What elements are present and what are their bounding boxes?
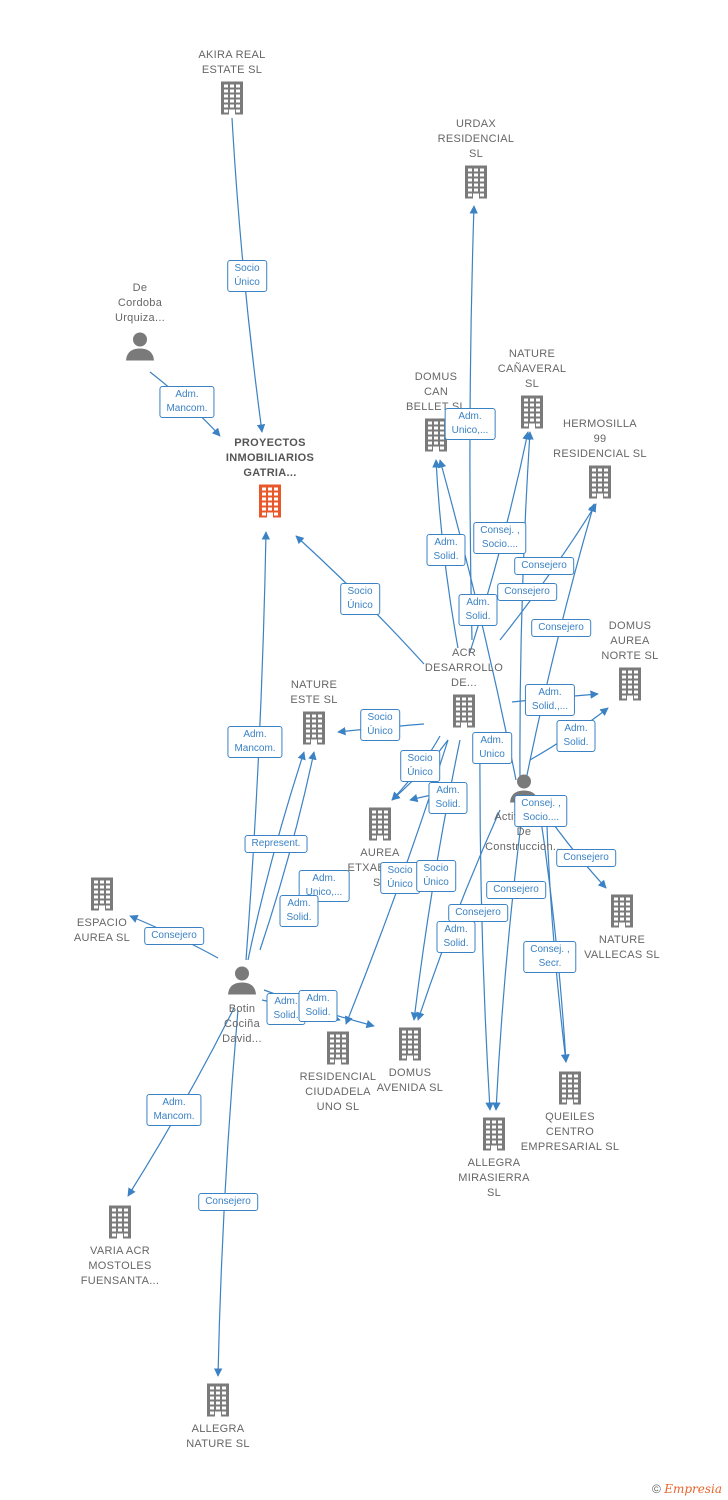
node-label-hermosilla[interactable]: HERMOSILLA 99 RESIDENCIAL SL [553,418,647,460]
building-icon-residencial[interactable] [324,1031,352,1070]
edge-label[interactable]: Adm. Solid.,... [524,684,576,716]
building-icon-domuscan[interactable] [422,418,450,457]
building-icon-acr[interactable] [450,694,478,733]
edge-label[interactable]: Adm. Solid. [279,895,319,927]
edge-label[interactable]: Adm. Unico,... [444,408,496,440]
edge-label[interactable]: Adm. Solid. [426,534,466,566]
edge-label[interactable]: Consejero [497,583,557,601]
building-icon-naturevall[interactable] [608,894,636,933]
edge-label[interactable]: Socio Único [380,862,420,894]
node-label-espacio[interactable]: ESPACIO AUREA SL [73,917,131,944]
edge-line [545,799,570,1063]
edge-line [519,431,534,781]
edge-label[interactable]: Adm. Mancom. [146,1094,202,1126]
edge-label[interactable]: Adm. Solid. [458,594,498,626]
node-label-domusav[interactable]: DOMUS AVENIDA SL [376,1067,444,1094]
edge-line [537,799,570,1063]
building-icon-naturecan[interactable] [518,395,546,434]
copyright-symbol: © [652,1482,661,1496]
person-icon-botin[interactable] [227,965,257,1000]
node-label-akira[interactable]: AKIRA REAL ESTATE SL [198,49,266,76]
node-label-residencial[interactable]: RESIDENCIAL CIUDADELA UNO SL [299,1071,377,1113]
building-icon-urdax[interactable] [462,165,490,204]
building-icon-proyectos[interactable] [256,484,284,523]
node-label-decordoba[interactable]: De Cordoba Urquiza... [114,282,166,324]
node-label-naturevall[interactable]: NATURE VALLECAS SL [584,934,660,961]
edge-label[interactable]: Consejero [514,557,574,575]
brand-logo[interactable]: Empresia [664,1482,722,1496]
edge-label[interactable]: Consejero [556,849,616,867]
node-label-domusaurea[interactable]: DOMUS AUREA NORTE SL [601,620,659,662]
edge-label[interactable]: Adm. Solid. [436,921,476,953]
building-icon-natureeste[interactable] [300,711,328,750]
node-label-proyectos[interactable]: PROYECTOS INMOBILIARIOS GATRIA... [225,437,315,479]
edge-line [247,751,306,961]
edge-label[interactable]: Adm. Mancom. [227,726,283,758]
building-icon-domusav[interactable] [396,1027,424,1066]
edge-label[interactable]: Adm. Solid. [298,990,338,1022]
edge-label[interactable]: Adm. Solid. [428,782,468,814]
building-icon-domusaurea[interactable] [616,667,644,706]
node-label-allegranat[interactable]: ALLEGRA NATURE SL [186,1423,250,1450]
building-icon-varia[interactable] [106,1205,134,1244]
edge-label[interactable]: Consejero [198,1193,258,1211]
edge-label[interactable]: Socio Único [416,860,456,892]
building-icon-espacio[interactable] [88,877,116,916]
edge-label[interactable]: Socio Único [360,709,400,741]
building-icon-aureaetx[interactable] [366,807,394,846]
person-icon-decordoba[interactable] [125,331,155,366]
edge-line [525,503,596,781]
edge-label[interactable]: Consejero [144,927,204,945]
edge-label[interactable]: Represent. [244,835,308,853]
edge-label[interactable]: Socio Único [340,583,380,615]
node-label-acr[interactable]: ACR DESARROLLO DE... [424,647,504,689]
edge-label[interactable]: Consej. , Socio.... [473,522,527,554]
edge-label[interactable]: Consej. , Socio.... [514,795,568,827]
building-icon-akira[interactable] [218,81,246,120]
node-label-natureeste[interactable]: NATURE ESTE SL [290,679,338,706]
node-label-urdax[interactable]: URDAX RESIDENCIAL SL [437,118,515,160]
building-icon-allegranat[interactable] [204,1383,232,1422]
edge-label[interactable]: Socio Único [227,260,267,292]
edge-label[interactable]: Adm. Unico [472,732,512,764]
node-label-naturecan[interactable]: NATURE CAÑAVERAL SL [497,348,567,390]
node-label-varia[interactable]: VARIA ACR MOSTOLES FUENSANTA... [80,1245,160,1287]
node-label-queiles[interactable]: QUEILES CENTRO EMPRESARIAL SL [520,1111,620,1153]
edge-label[interactable]: Consej. , Secr. [523,941,577,973]
footer: © Empresia [652,1482,722,1496]
edge-label[interactable]: Adm. Solid. [556,720,596,752]
building-icon-hermosilla[interactable] [586,465,614,504]
edge-label[interactable]: Consejero [486,881,546,899]
edge-line [492,799,525,1111]
node-label-allegramir[interactable]: ALLEGRA MIRASIERRA SL [458,1157,530,1199]
building-icon-queiles[interactable] [556,1071,584,1110]
node-label-botin[interactable]: Botin Cociña David... [222,1003,262,1045]
edge-label[interactable]: Adm. Mancom. [159,386,215,418]
edge-label[interactable]: Consejero [448,904,508,922]
building-icon-allegramir[interactable] [480,1117,508,1156]
edge-line [479,739,494,1111]
edge-label[interactable]: Consejero [531,619,591,637]
edge-label[interactable]: Socio Único [400,750,440,782]
